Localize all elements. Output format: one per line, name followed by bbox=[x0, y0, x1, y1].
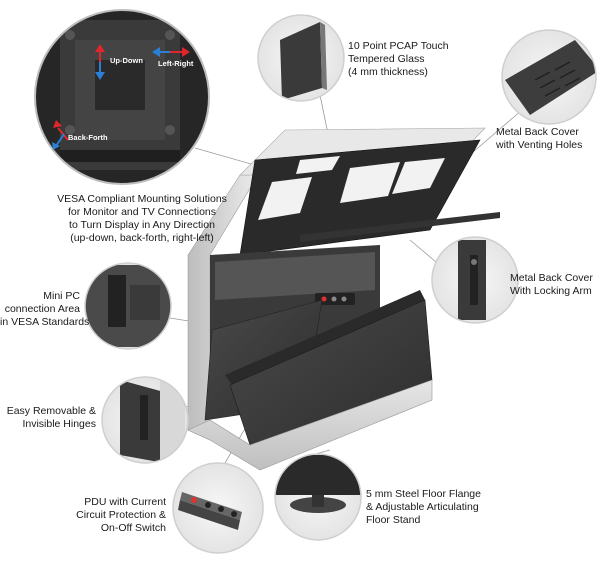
pdu-zoom-circle bbox=[172, 462, 264, 554]
vent-zoom-circle bbox=[501, 29, 597, 125]
vesa-zoom-circle: Up-Down Left-Right Back-Forth bbox=[34, 9, 210, 185]
kiosk-body bbox=[187, 127, 500, 471]
locking-arm-zoom-circle bbox=[431, 236, 519, 324]
mini-pc-zoom-circle bbox=[84, 262, 172, 350]
glass-zoom-circle bbox=[257, 14, 345, 102]
back-forth-label: Back-Forth bbox=[68, 133, 108, 142]
pdu-callout: PDU with Current Circuit Protection & On… bbox=[76, 496, 166, 534]
mini-pc-callout: Mini PC connection Area in VESA Standard… bbox=[0, 290, 90, 328]
venting-cover-callout: Metal Back Cover with Venting Holes bbox=[496, 126, 583, 151]
floor-flange-callout: 5 mm Steel Floor Flange & Adjustable Art… bbox=[366, 488, 481, 526]
up-down-label: Up-Down bbox=[110, 56, 143, 65]
touch-glass-callout: 10 Point PCAP Touch Tempered Glass (4 mm… bbox=[348, 40, 449, 78]
flange-zoom-circle bbox=[274, 453, 362, 541]
locking-arm-callout: Metal Back Cover With Locking Arm bbox=[510, 272, 593, 297]
hinge-zoom-circle bbox=[101, 376, 189, 464]
vesa-callout: VESA Compliant Mounting Solutions for Mo… bbox=[57, 193, 227, 244]
hinges-callout: Easy Removable & Invisible Hinges bbox=[6, 405, 96, 430]
left-right-label: Left-Right bbox=[158, 59, 194, 68]
